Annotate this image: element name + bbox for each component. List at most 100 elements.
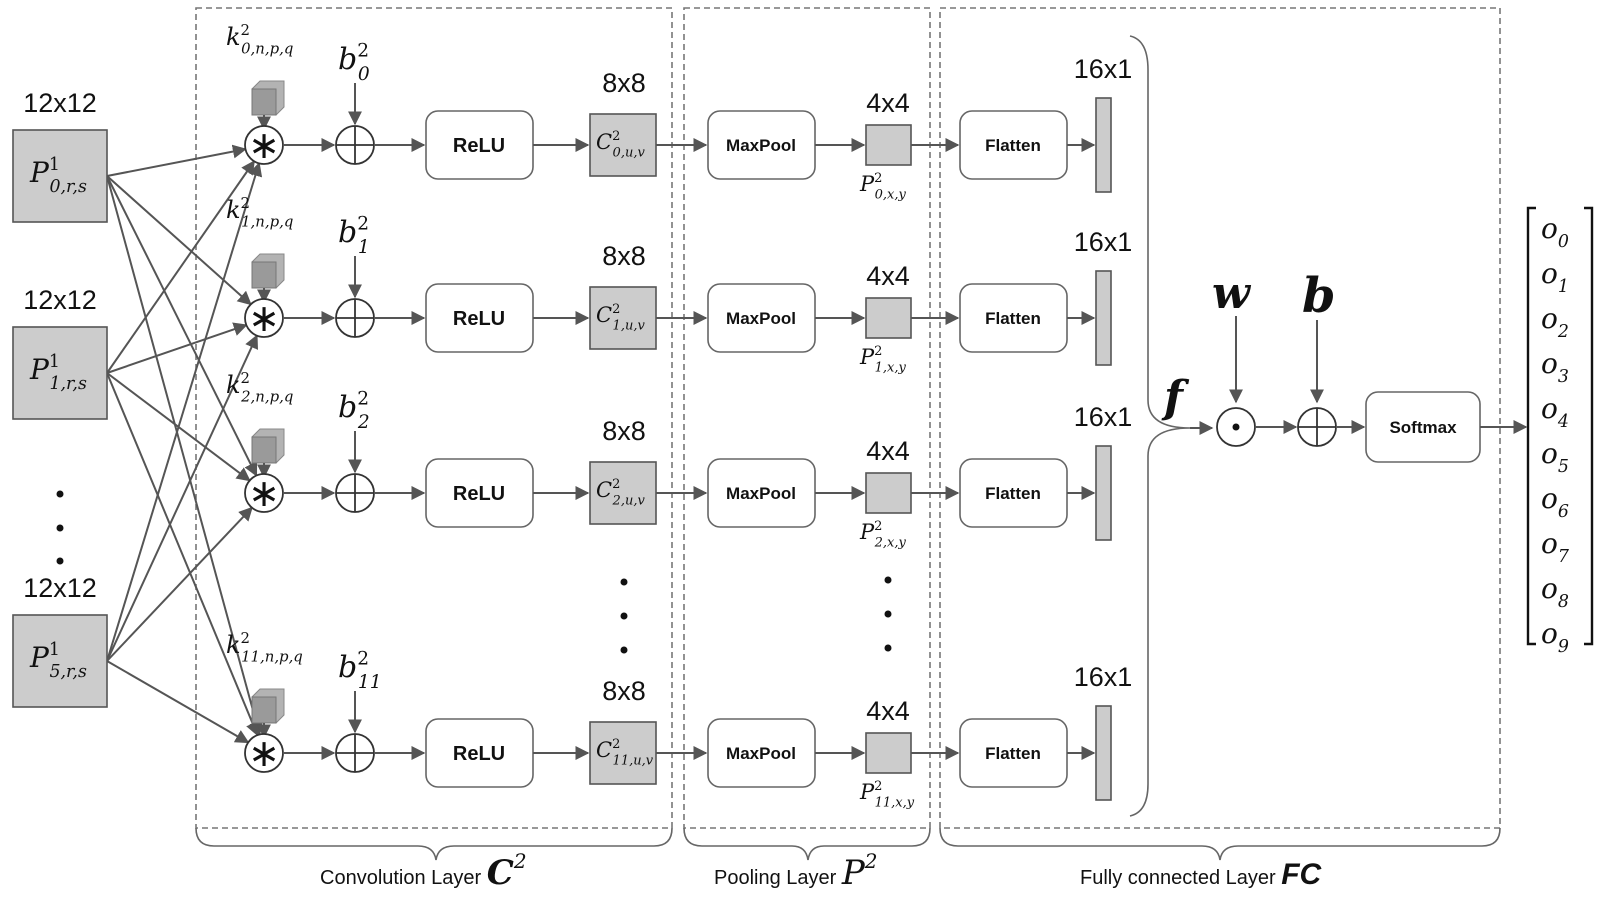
- input-map-box: [12, 129, 108, 223]
- svg-text:∗: ∗: [248, 125, 280, 167]
- vector-size-label: 16x1: [1074, 662, 1133, 692]
- input-ellipsis: [56, 490, 64, 565]
- bias-add-op: [335, 733, 375, 773]
- input-map-box: [12, 326, 108, 420]
- input-size-label: 12x12: [23, 88, 97, 118]
- output-bracket-left: [1526, 206, 1536, 646]
- convolution-op: ∗: [244, 298, 284, 340]
- output-1: o1: [1541, 257, 1569, 297]
- output-2: o2: [1541, 302, 1569, 342]
- svg-text:∗: ∗: [248, 473, 280, 515]
- conv-size-label: 8x8: [602, 676, 646, 706]
- pool-map-box: [865, 124, 912, 166]
- flatten-label: Flatten: [985, 484, 1041, 503]
- kernel-cube-icon: [251, 80, 285, 116]
- flatten-label: Flatten: [985, 744, 1041, 763]
- output-9: o9: [1541, 617, 1569, 657]
- relu-label: ReLU: [453, 135, 505, 157]
- kernel-cube-icon: [251, 253, 285, 289]
- vector-size-label: 16x1: [1074, 402, 1133, 432]
- input-connections: [106, 144, 264, 744]
- conv-map-box: [589, 461, 657, 525]
- kernel-cube-icon: [251, 428, 285, 464]
- weight-label: w: [1212, 268, 1252, 319]
- concat-brace: [1129, 35, 1191, 817]
- fc-bias-add-op: [1297, 407, 1337, 447]
- bias-add-op: [335, 125, 375, 165]
- conv-ellipsis: [620, 578, 628, 654]
- conv-size-label: 8x8: [602, 68, 646, 98]
- flat-vector-box: [1095, 705, 1112, 801]
- conv-layer-region: [195, 7, 673, 829]
- convolution-op: ∗: [244, 733, 284, 775]
- pool-layer-label: Pooling Layer P2: [714, 849, 878, 893]
- flat-vector-box: [1095, 445, 1112, 541]
- output-4: o4: [1541, 392, 1569, 432]
- pool-ellipsis: [884, 576, 892, 652]
- input-size-label: 12x12: [23, 285, 97, 315]
- flat-vector-box: [1095, 270, 1112, 366]
- input-map-box: [12, 614, 108, 708]
- maxpool-label: MaxPool: [726, 744, 796, 763]
- flatten-label: Flatten: [985, 136, 1041, 155]
- conv-map-box: [589, 286, 657, 350]
- pool-layer-region: [683, 7, 931, 829]
- softmax-label: Softmax: [1389, 418, 1457, 437]
- flatten-label: Flatten: [985, 309, 1041, 328]
- vector-size-label: 16x1: [1074, 54, 1133, 84]
- vector-size-label: 16x1: [1074, 227, 1133, 257]
- relu-label: ReLU: [453, 308, 505, 330]
- output-8: o8: [1541, 572, 1569, 612]
- pool-size-label: 4x4: [866, 261, 910, 291]
- pool-size-label: 4x4: [866, 436, 910, 466]
- pool-layer-brace: [683, 827, 931, 861]
- maxpool-label: MaxPool: [726, 484, 796, 503]
- svg-text:∗: ∗: [248, 733, 280, 775]
- output-3: o3: [1541, 347, 1569, 387]
- maxpool-label: MaxPool: [726, 136, 796, 155]
- pool-map-box: [865, 297, 912, 339]
- fc-layer-brace: [939, 827, 1501, 861]
- maxpool-label: MaxPool: [726, 309, 796, 328]
- conv-size-label: 8x8: [602, 241, 646, 271]
- bias-add-op: [335, 298, 375, 338]
- conv-layer-brace: [195, 827, 673, 861]
- feature-vector-label: f: [1161, 372, 1190, 423]
- pool-size-label: 4x4: [866, 696, 910, 726]
- relu-label: ReLU: [453, 483, 505, 505]
- conv-layer-label: Convolution Layer C2: [320, 849, 527, 893]
- kernel-cube-icon: [251, 688, 285, 724]
- elementwise-product-op: [1216, 407, 1256, 447]
- pool-map-box: [865, 472, 912, 514]
- output-5: o5: [1541, 437, 1569, 477]
- flat-vector-box: [1095, 97, 1112, 193]
- input-size-label: 12x12: [23, 573, 97, 603]
- convolution-op: ∗: [244, 473, 284, 515]
- relu-label: ReLU: [453, 743, 505, 765]
- svg-text:∗: ∗: [248, 298, 280, 340]
- fc-layer-label: Fully connected Layer FC: [1080, 858, 1323, 891]
- output-bracket-right: [1584, 206, 1594, 646]
